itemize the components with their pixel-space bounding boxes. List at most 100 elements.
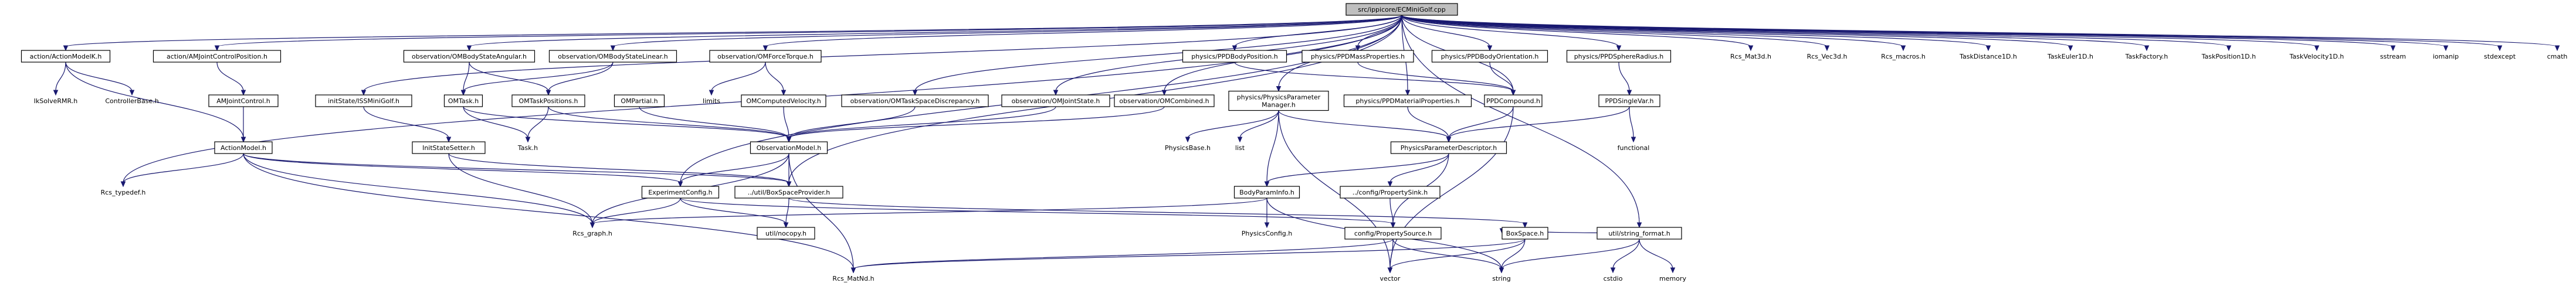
edge-om-force-torque-to-limits xyxy=(709,62,766,96)
edge-experiment-config-to-util-nocopy xyxy=(680,197,789,229)
node-amjcp[interactable]: action/AMJointControlPosition.h xyxy=(152,50,282,63)
node-label: physics/PPDBodyOrientation.h xyxy=(1441,53,1539,60)
edge-om-body-state-linear-to-om-task-positions xyxy=(545,62,614,96)
node-ppd-sphere-radius[interactable]: physics/PPDSphereRadius.h xyxy=(1566,50,1672,63)
node-act-model-k[interactable]: action/ActionModelK.h xyxy=(21,50,111,63)
node-label: action/ActionModelK.h xyxy=(30,53,102,60)
node-observation-model[interactable]: ObservationModel.h xyxy=(750,141,828,154)
node-label: sstream xyxy=(2380,53,2406,60)
node-ppd-mass-properties[interactable]: physics/PPDMassProperties.h xyxy=(1301,50,1414,63)
edge-root-to-om-force-torque xyxy=(762,15,1402,52)
edge-root-to-amjcp xyxy=(214,15,1402,52)
node-list: list xyxy=(1235,144,1245,152)
node-label: observation/OMBodyStateLinear.h xyxy=(558,53,667,60)
node-om-body-state-linear[interactable]: observation/OMBodyStateLinear.h xyxy=(548,50,677,63)
node-label: OMComputedVelocity.h xyxy=(746,97,821,105)
node-om-task[interactable]: OMTask.h xyxy=(443,94,483,107)
edge-config-property-source-to-rcs-mat-nd xyxy=(850,239,1394,274)
node-label: TaskDistance1D.h xyxy=(1959,53,2017,60)
root-file-node[interactable]: src/ippicore/ECMiniGolf.cpp xyxy=(1345,3,1458,16)
edge-box-space-provider-to-util-nocopy xyxy=(783,197,789,229)
edge-om-combined-to-observation-model xyxy=(786,106,1165,143)
node-label: limits xyxy=(703,97,720,105)
node-task-velocity1-d: TaskVelocity1D.h xyxy=(2289,53,2344,60)
node-om-task-positions[interactable]: OMTaskPositions.h xyxy=(511,94,585,107)
edge-observation-model-to-experiment-config xyxy=(677,153,789,188)
node-iomanip: iomanip xyxy=(2433,53,2459,60)
node-label: Rcs_typedef.h xyxy=(101,189,146,196)
node-label: physics/PhysicsParameter xyxy=(1237,94,1321,101)
node-box-space-provider[interactable]: ../util/BoxSpaceProvider.h xyxy=(734,186,843,199)
node-ppd-body-orientation[interactable]: physics/PPDBodyOrientation.h xyxy=(1431,50,1548,63)
node-box-space[interactable]: BoxSpace.h xyxy=(1501,227,1548,240)
node-label: ../config/PropertySink.h xyxy=(1353,189,1428,196)
node-label: ActionModel.h xyxy=(221,144,266,152)
edge-om-force-torque-to-om-computed-velocity xyxy=(765,62,787,96)
node-label: observation/OMTaskSpaceDiscrepancy.h xyxy=(850,97,980,105)
node-label: OMTaskPositions.h xyxy=(519,97,578,105)
node-om-computed-velocity[interactable]: OMComputedVelocity.h xyxy=(741,94,826,107)
node-label: PhysicsBase.h xyxy=(1165,144,1211,152)
node-label: src/ippicore/ECMiniGolf.cpp xyxy=(1358,6,1445,13)
node-am-joint-control[interactable]: AMJointControl.h xyxy=(208,94,279,107)
edge-root-to-util-string-format xyxy=(1401,15,1642,229)
node-om-force-torque[interactable]: observation/OMForceTorque.h xyxy=(709,50,822,63)
node-label: cstdio xyxy=(1604,275,1623,282)
edge-root-to-task-position1-d xyxy=(1401,15,2232,52)
node-ppd-compound[interactable]: PPDCompound.h xyxy=(1484,94,1543,107)
node-label: InitStateSetter.h xyxy=(422,144,475,152)
edge-om-body-state-angular-to-om-task-positions xyxy=(469,62,551,96)
node-om-combined[interactable]: observation/OMCombined.h xyxy=(1114,94,1215,107)
node-body-param-info[interactable]: BodyParamInfo.h xyxy=(1233,186,1300,199)
node-cstdio: cstdio xyxy=(1604,275,1623,282)
node-ppd-single-var[interactable]: PPDSingleVar.h xyxy=(1598,94,1660,107)
node-util-string-format[interactable]: util/string_format.h xyxy=(1597,227,1682,240)
node-ppd-material-properties[interactable]: physics/PPDMaterialProperties.h xyxy=(1343,94,1472,107)
node-init-ssmini-golf[interactable]: initState/ISSMiniGolf.h xyxy=(315,94,412,107)
node-memory: memory xyxy=(1659,275,1686,282)
node-task-position1-d: TaskPosition1D.h xyxy=(2201,53,2256,60)
node-om-partial[interactable]: OMPartial.h xyxy=(614,94,665,107)
node-experiment-config[interactable]: ExperimentConfig.h xyxy=(641,186,720,199)
edge-action-model-to-box-space-provider xyxy=(243,153,792,188)
edge-experiment-config-to-rcs-graph xyxy=(589,197,681,229)
node-init-state-setter[interactable]: InitStateSetter.h xyxy=(412,141,486,154)
edge-phys-param-manager-to-physics-base xyxy=(1185,110,1279,143)
node-config-property-sink[interactable]: ../config/PropertySink.h xyxy=(1340,186,1440,199)
node-label: action/AMJointControlPosition.h xyxy=(167,53,267,60)
node-vector: vector xyxy=(1380,275,1401,282)
edge-ppd-single-var-to-functional xyxy=(1629,106,1636,143)
node-label: TaskEuler1D.h xyxy=(2047,53,2093,60)
edge-phys-param-descriptor-to-config-property-sink xyxy=(1387,153,1449,188)
edge-action-model-to-experiment-config xyxy=(243,153,683,188)
edge-root-to-task-euler1-d xyxy=(1401,15,2073,52)
edge-root-to-ppd-sphere-radius xyxy=(1401,15,1622,52)
node-rcs-graph: Rcs_graph.h xyxy=(572,230,612,237)
edge-ppd-material-properties-to-phys-param-descriptor xyxy=(1407,106,1452,143)
node-phys-param-descriptor[interactable]: PhysicsParameterDescriptor.h xyxy=(1390,141,1507,154)
edge-util-string-format-to-cstdio xyxy=(1610,239,1640,274)
node-rcs-typedef: Rcs_typedef.h xyxy=(101,189,146,196)
node-label: TaskFactory.h xyxy=(2125,53,2168,60)
node-ppd-body-position[interactable]: physics/PPDBodyPosition.h xyxy=(1182,50,1287,63)
node-label: Rcs_macros.h xyxy=(1881,53,1926,60)
node-label: ExperimentConfig.h xyxy=(648,189,712,196)
node-label: OMTask.h xyxy=(448,97,479,105)
node-om-body-state-angular[interactable]: observation/OMBodyStateAngular.h xyxy=(403,50,535,63)
edge-ppd-single-var-to-phys-param-descriptor xyxy=(1446,106,1630,143)
node-limits: limits xyxy=(703,97,720,105)
node-om-task-space-discrepancy[interactable]: observation/OMTaskSpaceDiscrepancy.h xyxy=(841,94,989,107)
node-label: initState/ISSMiniGolf.h xyxy=(328,97,399,105)
edge-act-model-k-to-controller-base xyxy=(65,62,135,96)
node-label: vector xyxy=(1380,275,1401,282)
edge-root-to-cmath xyxy=(1401,15,2560,52)
node-label: observation/OMCombined.h xyxy=(1119,97,1209,105)
node-om-joint-state[interactable]: observation/OMJointState.h xyxy=(1001,94,1110,107)
node-action-model[interactable]: ActionModel.h xyxy=(214,141,273,154)
node-label: Rcs_Mat3d.h xyxy=(1730,53,1771,60)
node-config-property-source[interactable]: config/PropertySource.h xyxy=(1344,227,1442,240)
node-util-nocopy[interactable]: util/nocopy.h xyxy=(757,227,815,240)
edge-action-model-to-rcs-mat-nd xyxy=(243,153,856,274)
node-task-distance1-d: TaskDistance1D.h xyxy=(1959,53,2017,60)
